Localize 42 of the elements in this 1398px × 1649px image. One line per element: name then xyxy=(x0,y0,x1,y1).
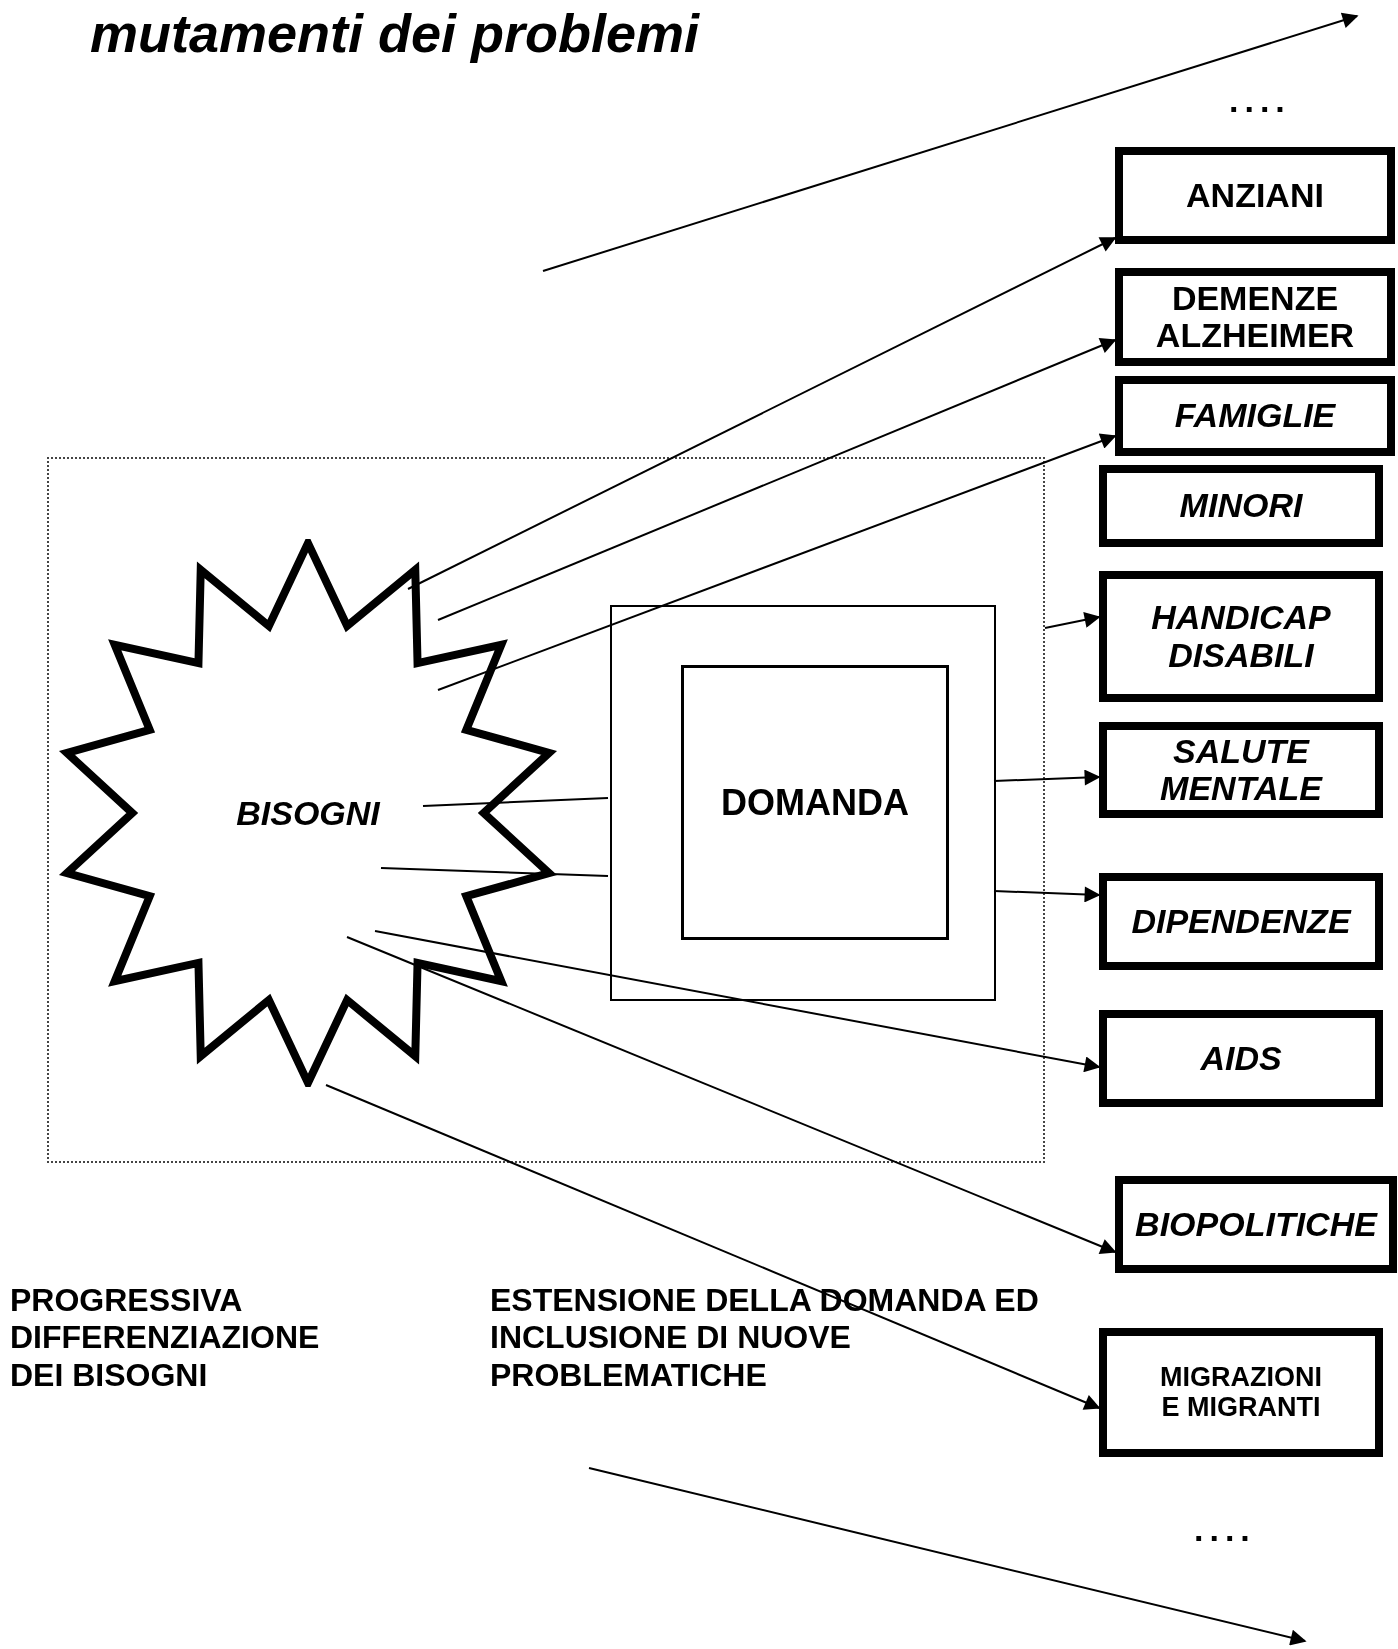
arrow xyxy=(993,886,1101,903)
arrow xyxy=(346,936,1117,1254)
box-label: DEMENZE ALZHEIMER xyxy=(1154,279,1356,355)
arrow xyxy=(407,237,1117,590)
arrow xyxy=(542,12,1359,272)
box-label: MIGRAZIONI E MIGRANTI xyxy=(1159,1362,1323,1423)
ellipsis: .... xyxy=(1193,1510,1257,1549)
category-box xyxy=(1099,722,1383,818)
outer-square xyxy=(610,605,996,1001)
box-label: FAMIGLIE xyxy=(1173,397,1337,435)
category-box xyxy=(1115,147,1395,244)
diagram-title: mutamenti dei problemi xyxy=(90,2,700,64)
dotted-region xyxy=(47,457,1045,1163)
arrow xyxy=(437,433,1117,691)
connector-line xyxy=(422,797,609,807)
category-box xyxy=(1099,1328,1383,1457)
ellipsis: .... xyxy=(1228,81,1292,120)
arrow xyxy=(1044,612,1101,629)
connector-line xyxy=(380,867,609,877)
inner-square xyxy=(681,665,949,940)
arrow xyxy=(374,930,1101,1073)
category-box xyxy=(1115,376,1395,456)
caption-text: PROGRESSIVA DIFFERENZIAZIONE DEI BISOGNI xyxy=(10,1282,321,1395)
box-label: BIOPOLITICHE xyxy=(1134,1205,1379,1244)
box-label: HANDICAP DISABILI xyxy=(1150,599,1332,674)
category-box xyxy=(1099,465,1383,547)
category-box xyxy=(1099,571,1383,702)
box-label: ANZIANI xyxy=(1185,176,1325,215)
category-box xyxy=(1099,1010,1383,1107)
arrow xyxy=(325,1084,1101,1410)
box-label: DOMANDA xyxy=(720,781,910,824)
arrow xyxy=(437,338,1117,621)
box-label: DIPENDENZE xyxy=(1130,902,1353,941)
box-label: MINORI xyxy=(1178,487,1304,525)
category-box xyxy=(1115,1176,1397,1273)
box-label: AIDS xyxy=(1199,1039,1283,1078)
box-label: SALUTE MENTALE xyxy=(1159,732,1324,808)
box-label: BISOGNI xyxy=(235,793,382,833)
category-box xyxy=(1099,873,1383,970)
arrow xyxy=(588,1467,1307,1646)
category-box xyxy=(1115,268,1395,366)
arrow xyxy=(993,769,1101,786)
